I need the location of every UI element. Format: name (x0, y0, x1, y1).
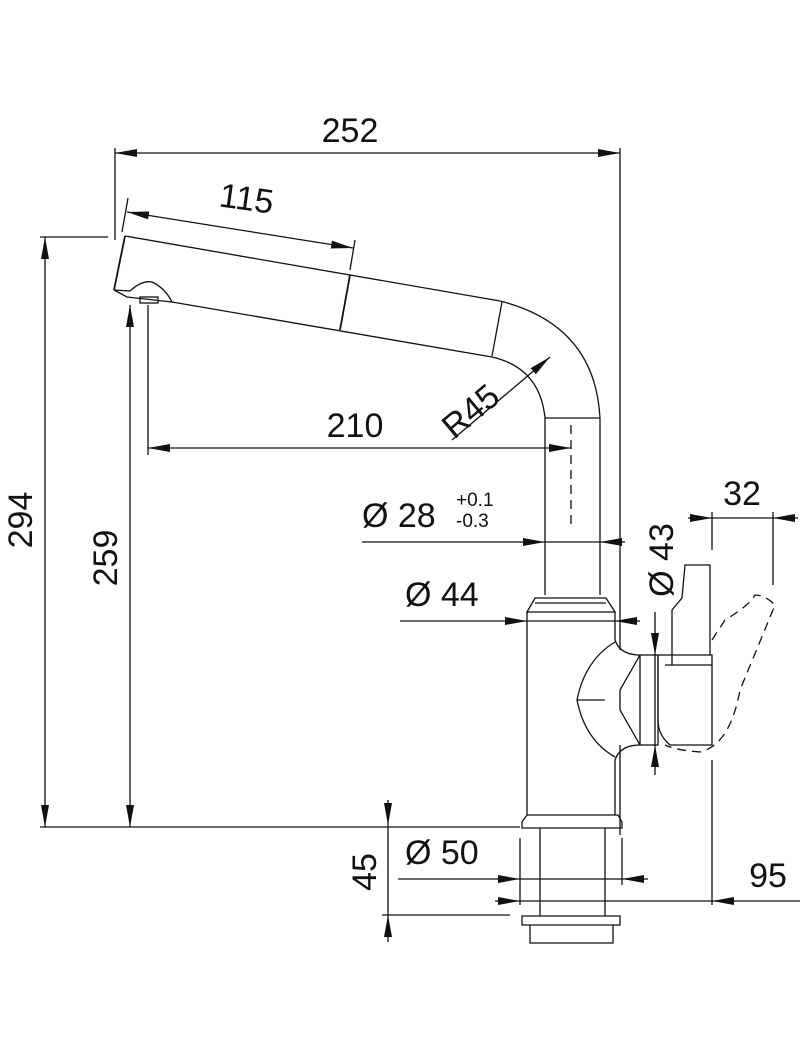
spray-head-front (113, 235, 126, 291)
faucet-outline (113, 235, 776, 944)
dim-294: 294 (2, 492, 40, 549)
aerator (139, 296, 159, 304)
spout-top-edge (124, 235, 601, 419)
dim-32: 32 (723, 475, 761, 513)
dimension-lines (40, 148, 800, 942)
dimension-labels: 252 115 210 R45 294 259 Ø 28 +0.1 -0.3 Ø… (2, 112, 787, 895)
dim-mount-diameter: Ø 50 (405, 834, 479, 872)
handle-body (657, 564, 713, 746)
bend-start-line (491, 301, 503, 357)
dim-collar-diameter: Ø 44 (405, 576, 479, 614)
spout-bottom-edge (171, 301, 546, 419)
dim-hub-diameter: Ø 43 (643, 523, 681, 597)
dim-45: 45 (346, 853, 384, 891)
dim-r45: R45 (435, 377, 507, 446)
spray-head-joint (339, 274, 351, 331)
handle-connector (576, 641, 641, 758)
collar (525, 597, 617, 613)
body-right (614, 612, 641, 815)
handle-open-position (664, 594, 776, 753)
dim-tube-tol-lower: -0.3 (456, 511, 489, 532)
dim-tube-diameter: Ø 28 (362, 497, 436, 535)
dim-252: 252 (322, 112, 379, 150)
dim-115: 115 (217, 177, 276, 222)
dim-259: 259 (87, 530, 125, 587)
dim-95: 95 (749, 857, 787, 895)
dim-210: 210 (327, 407, 384, 445)
base-ring-bottom (521, 915, 621, 944)
base-ring-top (521, 814, 623, 829)
dim-tube-tol-upper: +0.1 (456, 490, 494, 511)
spray-nozzle (113, 281, 174, 303)
